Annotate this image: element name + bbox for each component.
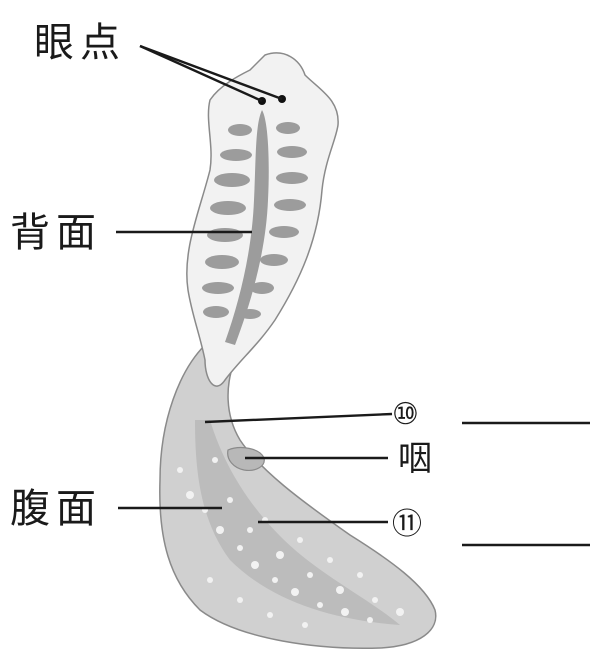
marker-10: ⑩ xyxy=(392,397,419,432)
label-pharynx: 咽 xyxy=(398,439,432,479)
label-dorsal: 背面 xyxy=(10,210,102,256)
label-ventral: 腹面 xyxy=(10,486,102,532)
label-eyespot: 眼点 xyxy=(34,20,126,66)
marker-11: ⑪ xyxy=(392,507,422,542)
